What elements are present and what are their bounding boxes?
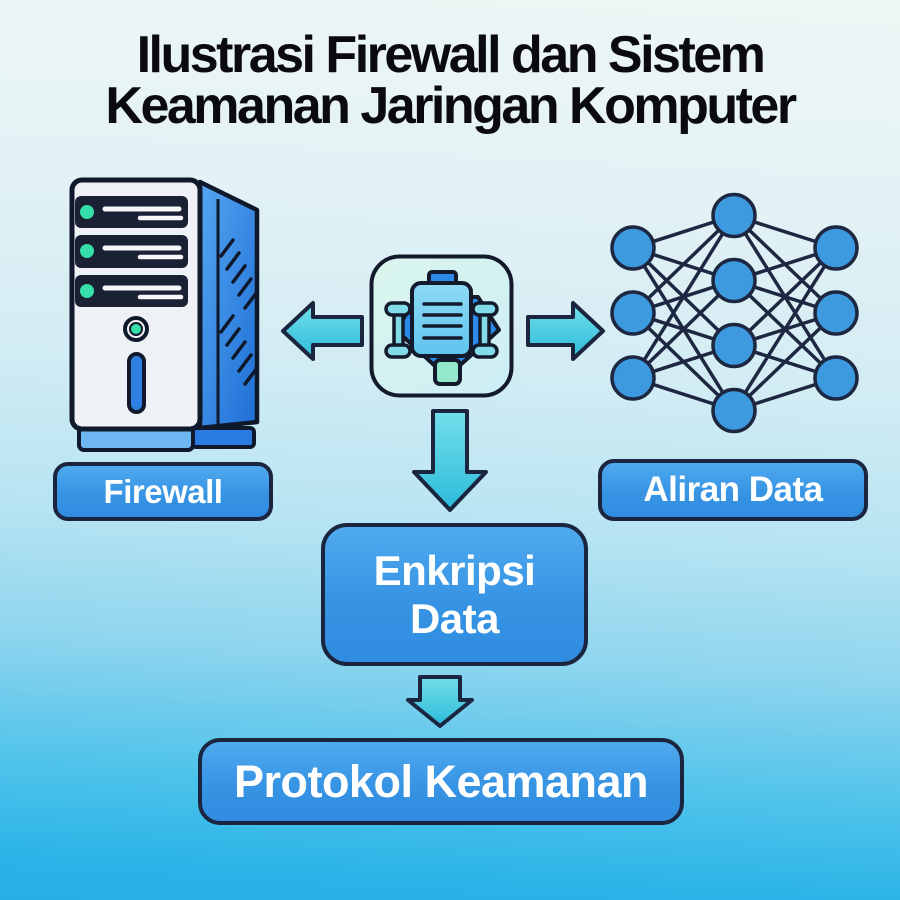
firewall-label: Firewall bbox=[53, 462, 273, 521]
enkripsi-data-box: Enkripsi Data bbox=[321, 523, 588, 666]
neural-network-icon bbox=[610, 192, 859, 434]
firewall-server-icon bbox=[69, 177, 260, 452]
aliran-data-label: Aliran Data bbox=[598, 459, 868, 521]
encryption-processor-icon bbox=[369, 254, 514, 398]
page-title-line1: Ilustrasi Firewall dan Sistem bbox=[136, 26, 766, 84]
protokol-keamanan-box: Protokol Keamanan bbox=[198, 738, 684, 825]
arrow-down-icon bbox=[412, 409, 488, 512]
server-slot bbox=[127, 352, 146, 414]
arrow-right-icon bbox=[526, 301, 605, 361]
arrow-down-small-icon bbox=[406, 675, 474, 728]
server-drive-bays bbox=[75, 196, 188, 307]
page-title-line2: Keamanan Jaringan Komputer bbox=[105, 76, 797, 135]
document-lines bbox=[422, 302, 463, 340]
arrow-left-icon bbox=[281, 301, 364, 361]
